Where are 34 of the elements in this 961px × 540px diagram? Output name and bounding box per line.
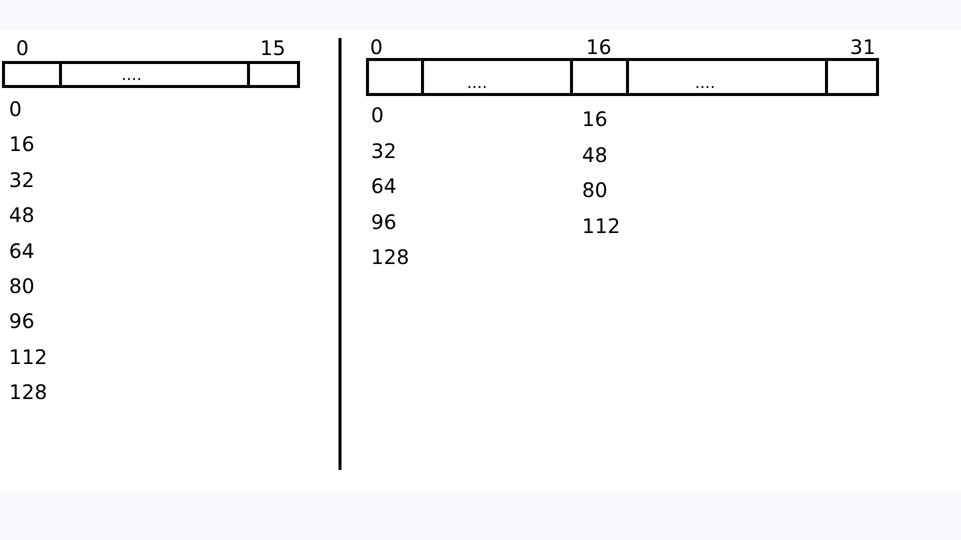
address-number: 96 bbox=[371, 210, 396, 234]
address-number: 64 bbox=[371, 174, 396, 198]
bit-cell bbox=[626, 58, 825, 96]
bit-cell bbox=[570, 58, 626, 96]
bit-cell bbox=[2, 61, 59, 88]
address-number: 112 bbox=[582, 214, 620, 238]
ellipsis-text: .... bbox=[694, 75, 716, 91]
address-number: 48 bbox=[582, 142, 608, 166]
bit-index: 15 bbox=[260, 36, 286, 60]
address-number: 128 bbox=[371, 245, 410, 269]
address-number: 0 bbox=[371, 103, 384, 127]
bit-index: 0 bbox=[370, 35, 383, 59]
address-number: 48 bbox=[9, 203, 34, 228]
address-number: 32 bbox=[9, 168, 34, 192]
address-number: 128 bbox=[9, 380, 48, 404]
bit-index: 16 bbox=[586, 35, 612, 59]
bit-cell bbox=[366, 58, 421, 96]
bit-cell bbox=[247, 61, 300, 88]
bit-cell bbox=[825, 58, 879, 96]
address-number: 32 bbox=[371, 138, 396, 162]
ellipsis-text: .... bbox=[466, 75, 488, 91]
address-number: 80 bbox=[582, 178, 608, 202]
bit-index: 0 bbox=[16, 36, 29, 60]
address-number: 0 bbox=[9, 97, 22, 121]
address-number: 96 bbox=[9, 309, 34, 334]
address-number: 112 bbox=[9, 344, 48, 369]
address-number: 16 bbox=[9, 132, 34, 156]
address-number: 16 bbox=[582, 107, 608, 131]
bit-cell bbox=[59, 61, 247, 88]
bit-index: 31 bbox=[850, 35, 876, 59]
address-number: 80 bbox=[9, 274, 34, 298]
address-number: 64 bbox=[9, 238, 34, 263]
ellipsis-text: .... bbox=[120, 67, 143, 83]
bit-cell bbox=[421, 58, 570, 96]
